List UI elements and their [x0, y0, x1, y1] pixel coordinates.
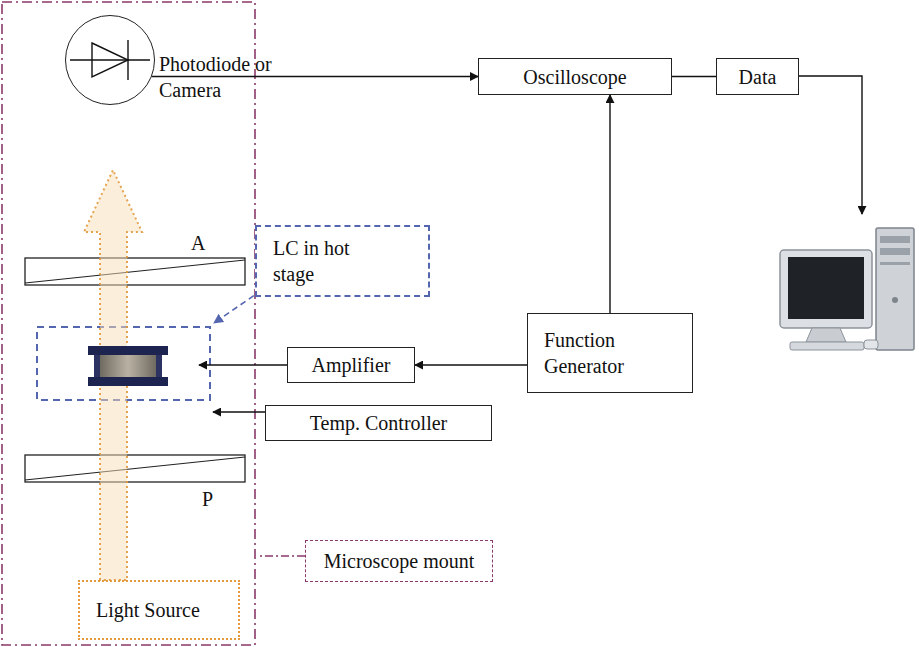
oscilloscope-box: Oscilloscope: [478, 58, 672, 95]
hot-stage-label-box: LC in hot stage: [255, 225, 430, 297]
node-text: Microscope mount: [324, 548, 475, 574]
analyzer-polarizer: [25, 258, 245, 285]
photodetector-circle: Photodiode or Camera: [65, 15, 155, 105]
signal-connector: [672, 76, 716, 77]
data-transfer-wire: [799, 76, 862, 214]
light-source-box: Light Source: [78, 580, 240, 640]
temp-controller-box: Temp. Controller: [265, 405, 492, 441]
polarizer: [25, 455, 245, 482]
computer-icon: [780, 228, 914, 350]
drive-signal-wire: [199, 364, 287, 365]
node-text: Photodiode or Camera: [159, 51, 299, 103]
amplifier-box: Amplifier: [287, 347, 415, 383]
node-text: Light Source: [96, 597, 206, 623]
node-text: Function Generator: [544, 327, 674, 379]
node-text: Oscilloscope: [523, 64, 626, 90]
node-text: Amplifier: [312, 352, 391, 378]
mount-label-box: Microscope mount: [305, 540, 493, 582]
data-box: Data: [716, 58, 799, 95]
polarizer-letter: P: [202, 487, 213, 511]
temperature-wire: [213, 411, 265, 412]
mount-leader: [257, 555, 305, 556]
lc-cell: [88, 346, 168, 386]
signal-connector: [609, 95, 610, 313]
analyzer-letter: A: [191, 231, 205, 255]
signal-connector: [152, 76, 478, 77]
node-text: Temp. Controller: [310, 410, 447, 436]
diode-symbol: [65, 15, 155, 105]
function-generator-box: Function Generator: [527, 313, 693, 393]
signal-connector: [415, 364, 527, 365]
node-text: LC in hot stage: [273, 235, 393, 287]
node-text: Data: [739, 64, 777, 90]
